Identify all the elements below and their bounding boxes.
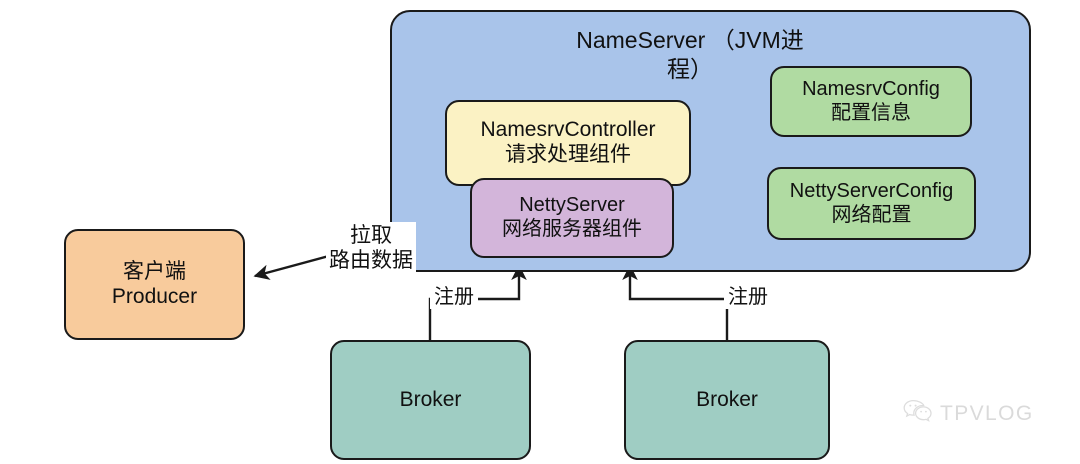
edge-label-register-1: 注册 [430,285,478,309]
nameserver-title-line1: NameServer [576,27,706,53]
node-namesrv-config[interactable]: NamesrvConfig 配置信息 [770,66,972,137]
edge-register-2 [622,264,729,340]
netty-server-config-line2: 网络配置 [831,203,912,226]
netty-server-line1: NettyServer [519,194,625,217]
namesrv-config-line2: 配置信息 [831,101,911,124]
node-netty-server[interactable]: NettyServer 网络服务器组件 [470,178,674,258]
watermark-text: TPVLOG [940,401,1034,425]
edge-label-register-2: 注册 [724,285,772,309]
namesrv-config-line1: NamesrvConfig [802,77,940,100]
edge-label-register-1-text: 注册 [434,286,474,308]
wechat-icon [903,399,933,428]
nameserver-title-line2: （JVM进程） [667,27,804,83]
edge-label-pull-line1: 拉取 [350,224,392,247]
namesrv-controller-line2: 请求处理组件 [505,143,631,166]
client-producer-line1: 客户端 [123,259,186,283]
node-broker-1[interactable]: Broker [330,340,531,460]
broker-1-label: Broker [399,387,462,411]
node-namesrv-controller[interactable]: NamesrvController 请求处理组件 [445,100,691,186]
netty-server-line2: 网络服务器组件 [502,218,642,240]
edge-label-pull-line2: 路由数据 [329,249,413,273]
node-broker-2[interactable]: Broker [624,340,830,460]
netty-server-config-line1: NettyServerConfig [789,179,954,202]
watermark: TPVLOG [903,399,1034,428]
node-netty-server-config[interactable]: NettyServerConfig 网络配置 [767,167,976,240]
nameserver-title: NameServer （JVM进程） [560,26,820,85]
edge-label-pull-route-data: 拉取 路由数据 [326,222,416,275]
broker-2-label: Broker [696,387,758,411]
namesrv-controller-line1: NamesrvController [480,118,656,142]
edge-label-register-2-text: 注册 [728,286,768,308]
client-producer-line2: Producer [111,284,198,308]
node-client-producer[interactable]: 客户端 Producer [64,229,245,340]
